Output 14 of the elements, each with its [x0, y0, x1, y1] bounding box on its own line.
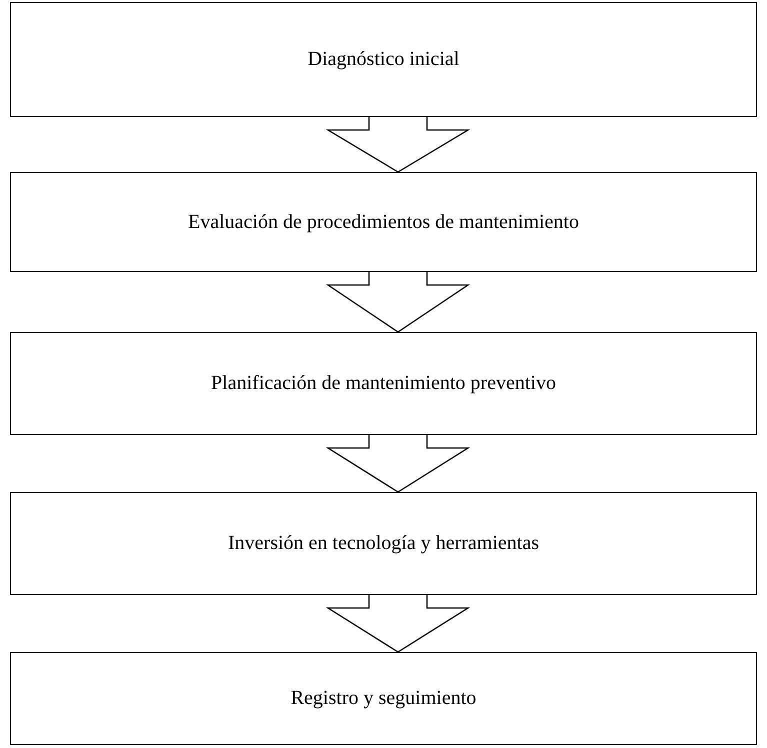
block-arrow — [326, 594, 470, 653]
block-arrow — [326, 271, 470, 333]
block-arrow — [326, 434, 470, 493]
process-box — [10, 652, 757, 745]
step-label: Registro y seguimiento — [290, 687, 478, 710]
process-box — [10, 332, 757, 435]
process-box — [10, 492, 757, 595]
process-box — [10, 2, 757, 117]
step-label: Evaluación de procedimientos de mantenimiento — [187, 210, 580, 234]
process-box — [10, 172, 757, 272]
step-label: Diagnóstico inicial — [306, 48, 460, 71]
step-label: Planificación de mantenimiento preventivo — [210, 372, 557, 395]
step-label: Inversión en tecnología y herramientas — [227, 532, 540, 555]
block-arrow — [326, 116, 470, 173]
